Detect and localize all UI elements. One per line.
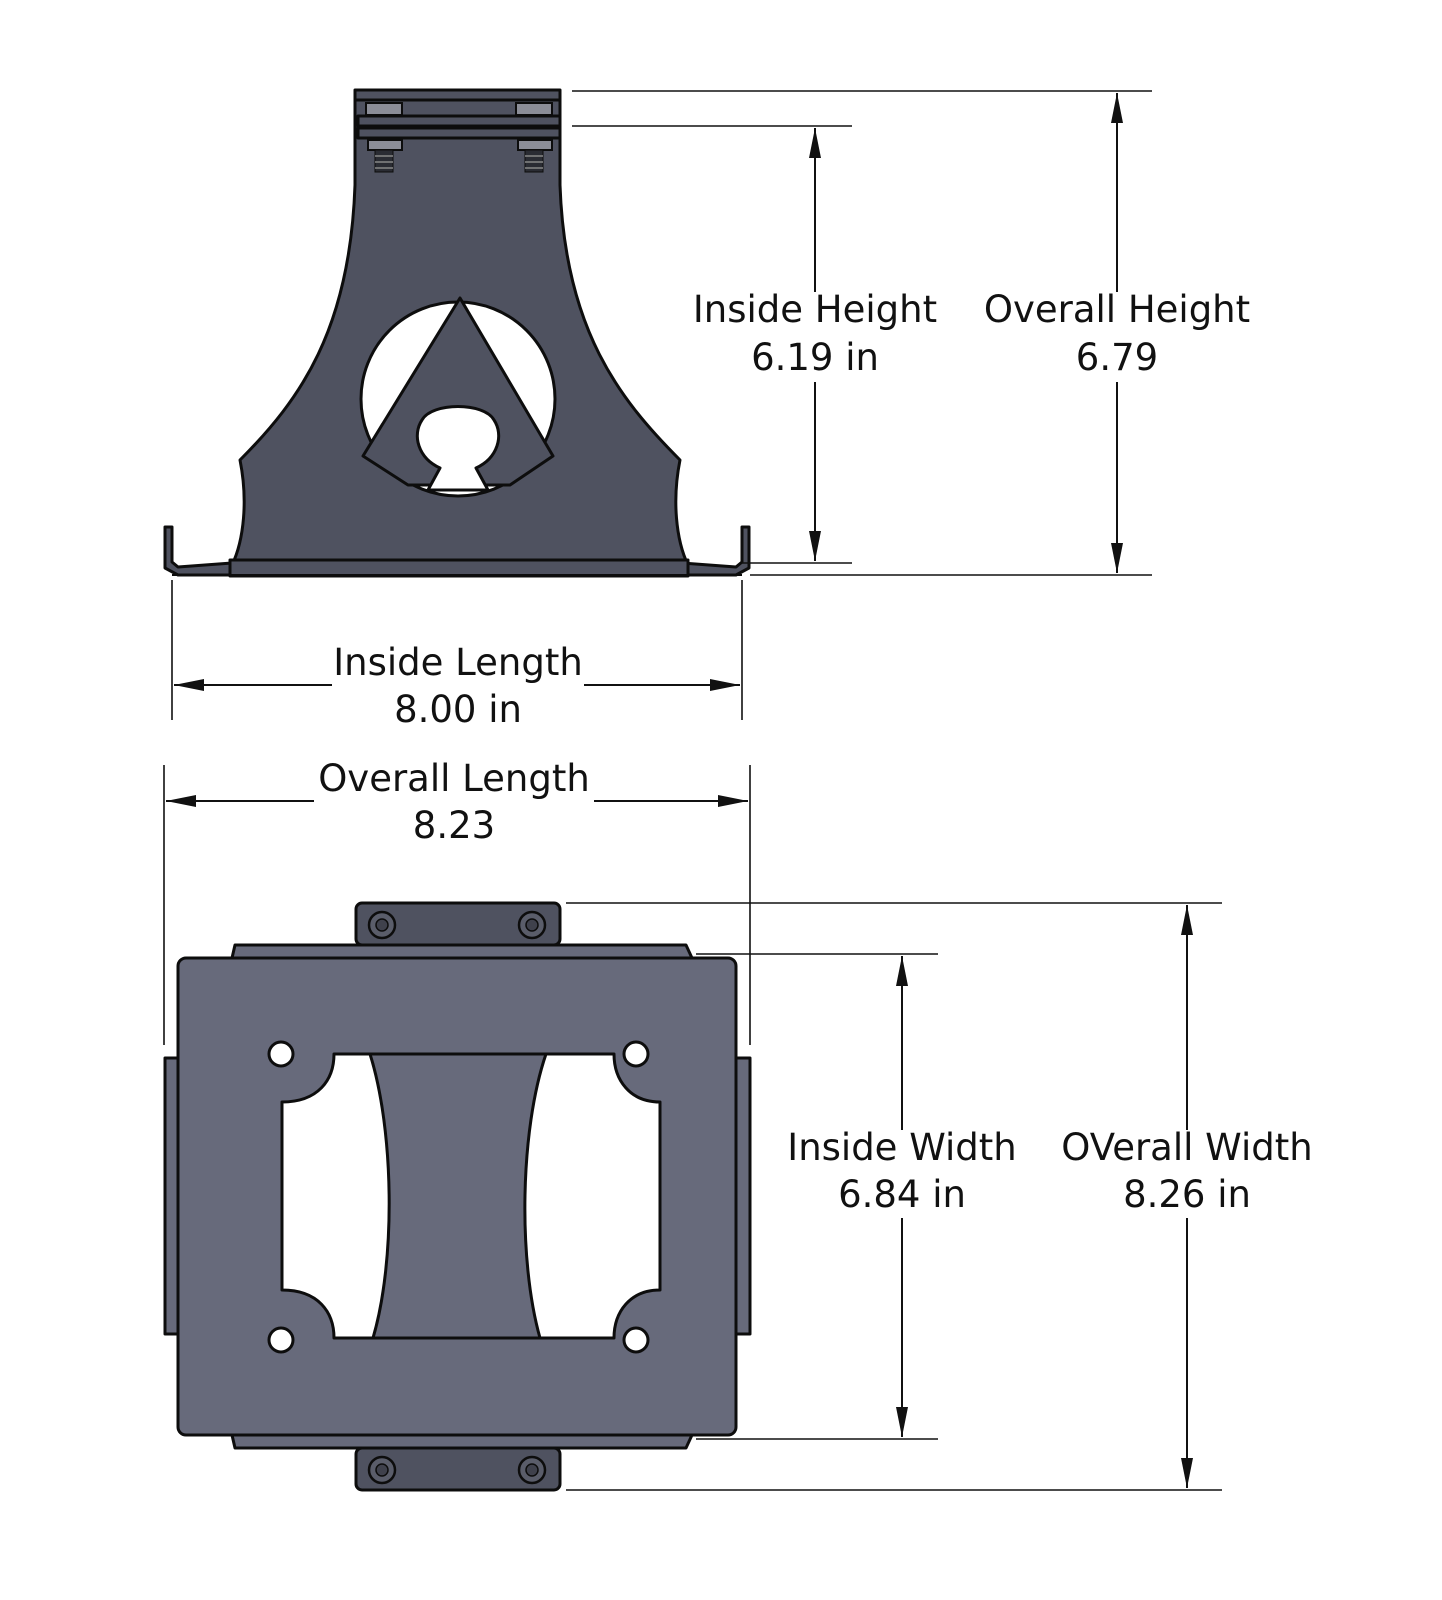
overall-height-label: Overall Height [984, 288, 1250, 331]
dimension-inside-length: Inside Length 8.00 in [171, 580, 743, 731]
bolt-bottom-right [517, 1455, 547, 1485]
mount-hole-bottom-left [267, 1326, 295, 1354]
clamp-tab-bottom [354, 1446, 562, 1492]
overall-width-label: OVerall Width [1061, 1126, 1312, 1169]
center-web [368, 1052, 548, 1340]
clamp-bar-upper [356, 114, 562, 128]
dimension-overall-length: Overall Length 8.23 [163, 757, 751, 1045]
overall-height-value: 6.79 [1076, 336, 1158, 379]
clamp-bar-lower [356, 126, 562, 140]
bolt-top-left [367, 910, 397, 940]
nut-right [517, 139, 553, 151]
bolt-top-right [517, 910, 547, 940]
inside-length-label: Inside Length [333, 641, 583, 684]
lip-bottom [230, 1433, 694, 1450]
overall-length-label: Overall Length [318, 757, 590, 800]
mount-hole-top-left [267, 1040, 295, 1068]
base-flange-right [680, 525, 751, 577]
inside-width-value: 6.84 in [838, 1173, 966, 1216]
thread-left [374, 149, 394, 173]
mount-hole-top-right [622, 1040, 650, 1068]
bolt-head-left [365, 102, 403, 116]
base-flange-left [163, 525, 234, 577]
bolt-bottom-left [367, 1455, 397, 1485]
front-view [163, 88, 751, 578]
bolt-head-right [515, 102, 553, 116]
dimension-inside-height: Inside Height 6.19 in [572, 125, 937, 564]
overall-width-value: 8.26 in [1123, 1173, 1251, 1216]
top-view [163, 901, 752, 1492]
inside-height-label: Inside Height [693, 288, 937, 331]
thread-right [524, 149, 544, 173]
dimension-overall-height: Overall Height 6.79 [572, 90, 1250, 576]
top-clamp-plate [353, 88, 562, 102]
base-plate [228, 558, 690, 578]
keyhole [415, 405, 501, 492]
dimension-overall-width: OVerall Width 8.26 in [566, 902, 1313, 1491]
inside-height-value: 6.19 in [751, 336, 879, 379]
inside-length-value: 8.00 in [394, 688, 522, 731]
mount-hole-bottom-right [622, 1326, 650, 1354]
clamp-tab-top [354, 901, 562, 947]
lip-top [230, 943, 694, 960]
dimension-inside-width: Inside Width 6.84 in [696, 953, 1017, 1440]
overall-length-value: 8.23 [413, 804, 495, 847]
nut-left [367, 139, 403, 151]
inside-width-label: Inside Width [787, 1126, 1016, 1169]
logo-cutout [359, 296, 557, 498]
